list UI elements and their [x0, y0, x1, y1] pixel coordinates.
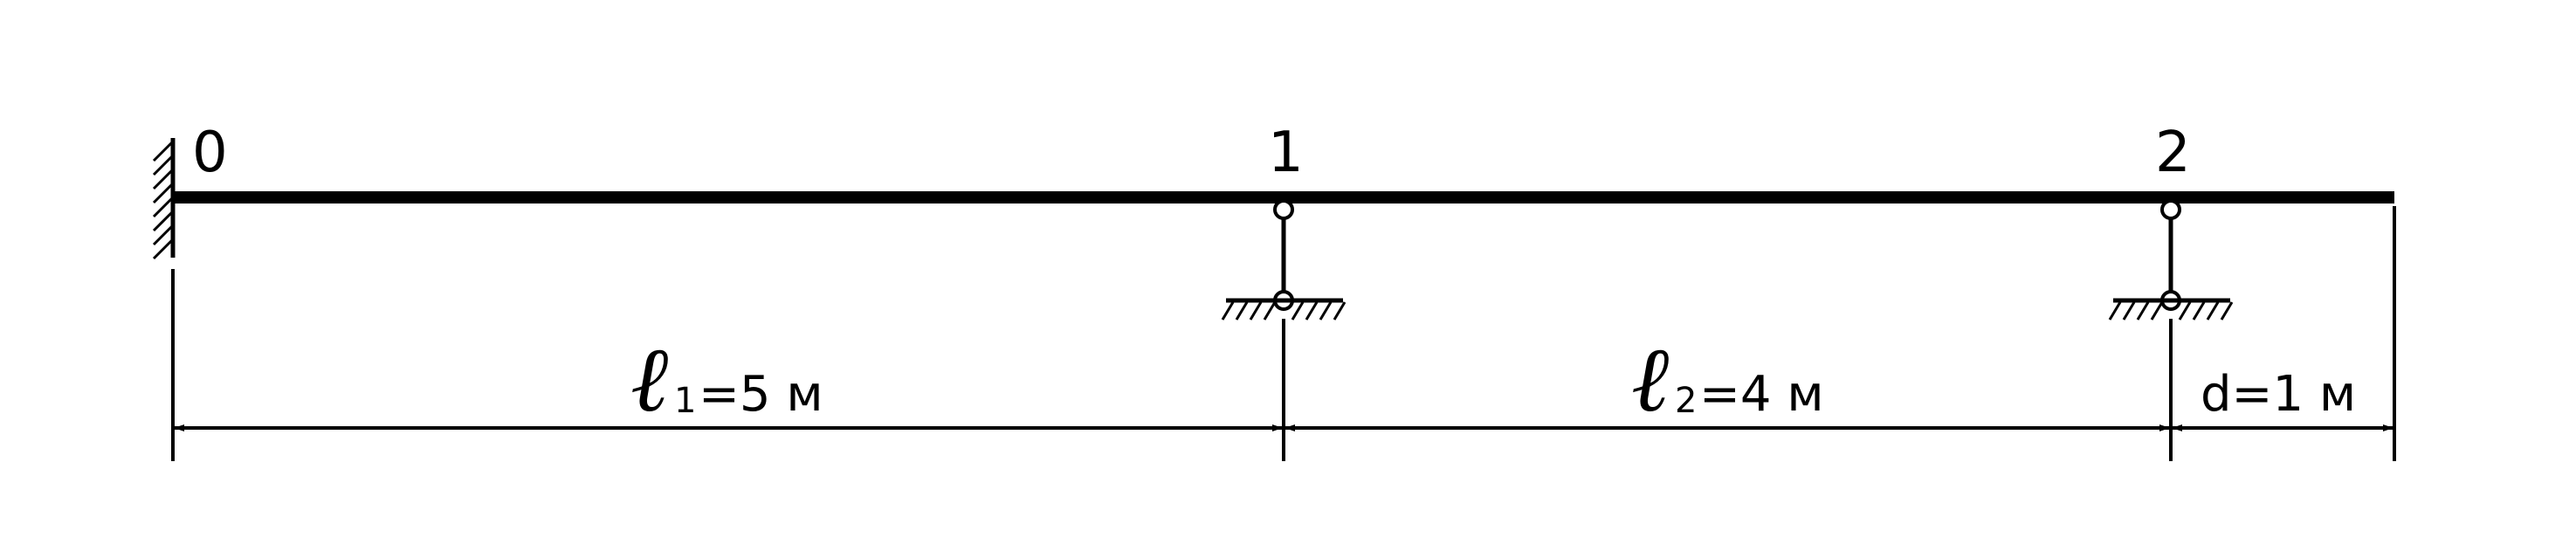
dimension-value: d=1 м: [2201, 366, 2356, 423]
fixed-support: [152, 138, 176, 260]
extension-lines: [171, 206, 2396, 461]
ell-symbol: ℓ: [1631, 326, 1669, 432]
dimension-subscript: 2: [1675, 381, 1697, 421]
node-label-1: 1: [1268, 121, 1304, 185]
node-label-0: 0: [192, 121, 228, 185]
pinned-support-1: [1221, 199, 1347, 321]
dimension-label-l1: ℓ 1 =5 м: [630, 326, 823, 432]
dimension-value: =5 м: [699, 366, 823, 423]
dimension-value: =4 м: [1699, 366, 1824, 423]
dimension-label-d: d=1 м: [2201, 366, 2356, 423]
ell-symbol: ℓ: [630, 326, 668, 432]
dimension-subscript: 1: [674, 381, 696, 421]
node-label-2: 2: [2155, 121, 2191, 185]
dimension-label-l2: ℓ 2 =4 м: [1631, 326, 1824, 432]
pinned-support-2: [2108, 199, 2234, 321]
